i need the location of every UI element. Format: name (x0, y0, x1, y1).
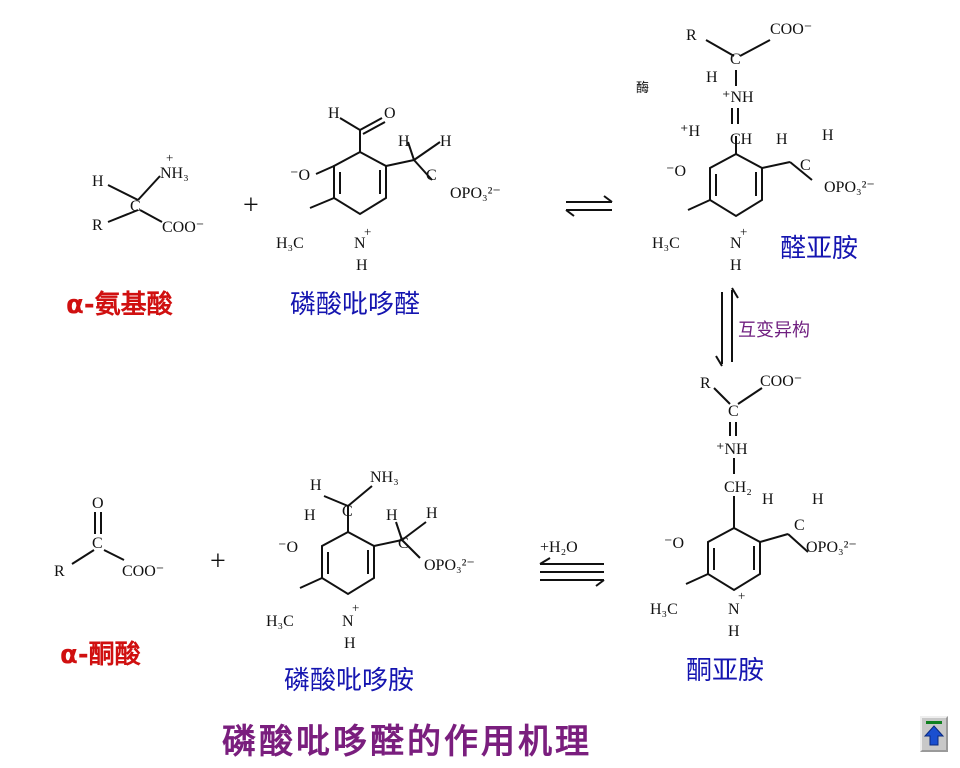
svg-text:H: H (344, 635, 356, 652)
svg-text:N: N (730, 235, 742, 252)
page-title: 磷酸吡哆醛的作用机理 (222, 722, 592, 762)
atom-H: H (92, 173, 104, 190)
svg-text:⁺H: ⁺H (680, 123, 700, 140)
svg-text:C: C (342, 503, 353, 520)
svg-text:C: C (398, 535, 409, 552)
svg-text:H: H (728, 623, 740, 640)
svg-text:COO⁻: COO⁻ (760, 373, 802, 390)
svg-text:⁺NH: ⁺NH (722, 89, 754, 106)
svg-text:⁻O: ⁻O (278, 539, 298, 556)
amino-acid-structure: H NH₃ + C R COO⁻ (92, 150, 204, 236)
svg-text:H: H (328, 105, 340, 122)
svg-text:⁻O: ⁻O (290, 167, 310, 184)
svg-text:OPO₃²⁻: OPO₃²⁻ (450, 185, 501, 202)
svg-text:COO⁻: COO⁻ (770, 21, 812, 38)
svg-text:H₃C: H₃C (652, 235, 680, 252)
svg-text:OPO₃²⁻: OPO₃²⁻ (424, 557, 475, 574)
svg-text:C: C (730, 51, 741, 68)
svg-text:C: C (800, 157, 811, 174)
svg-text:H: H (426, 505, 438, 522)
svg-text:R: R (700, 375, 711, 392)
keto-acid-structure: O C R COO⁻ (54, 495, 164, 580)
amino-acid-label: α-氨基酸 (66, 290, 173, 320)
enzyme-label: 酶 (636, 80, 649, 95)
svg-text:H: H (706, 69, 718, 86)
svg-text:+: + (740, 224, 747, 239)
svg-text:N: N (354, 235, 366, 252)
svg-text:R: R (686, 27, 697, 44)
svg-text:H₃C: H₃C (276, 235, 304, 252)
water-label: +H₂O (540, 539, 578, 556)
svg-text:H: H (762, 491, 774, 508)
svg-text:H₃C: H₃C (650, 601, 678, 618)
svg-text:H: H (310, 477, 322, 494)
atom-R: R (92, 217, 103, 234)
svg-text:H: H (822, 127, 834, 144)
svg-text:H: H (440, 133, 452, 150)
svg-text:⁻O: ⁻O (666, 163, 686, 180)
group-COO: COO⁻ (162, 219, 204, 236)
svg-text:OPO₃²⁻: OPO₃²⁻ (806, 539, 857, 556)
next-page-icon (923, 721, 945, 746)
svg-text:O: O (92, 495, 104, 512)
svg-text:H: H (730, 257, 742, 274)
svg-text:+: + (210, 546, 226, 577)
svg-text:O: O (384, 105, 396, 122)
svg-text:C: C (728, 403, 739, 420)
equilibrium-arrow-top (565, 195, 613, 217)
svg-text:+: + (166, 150, 173, 165)
svg-text:C: C (794, 517, 805, 534)
svg-text:C: C (92, 535, 103, 552)
svg-text:+: + (352, 600, 359, 615)
svg-text:NH₃: NH₃ (370, 469, 399, 486)
tautomer-arrow (715, 287, 739, 367)
svg-text:H₃C: H₃C (266, 613, 294, 630)
svg-text:⁻O: ⁻O (664, 535, 684, 552)
plus-sign: + (243, 190, 259, 221)
svg-text:N: N (728, 601, 740, 618)
next-page-button[interactable] (920, 716, 948, 752)
svg-text:⁺NH: ⁺NH (716, 441, 748, 458)
svg-text:H: H (776, 131, 788, 148)
svg-text:CH: CH (730, 131, 753, 148)
svg-text:H: H (812, 491, 824, 508)
svg-text:H: H (304, 507, 316, 524)
pmp-label: 磷酸吡哆胺 (284, 666, 415, 696)
pmp-structure: H NH₃ H C H H C OPO₃²⁻ ⁻O H₃C N + H (266, 469, 475, 652)
svg-text:+: + (364, 224, 371, 239)
atom-C: C (130, 198, 141, 215)
svg-text:R: R (54, 563, 65, 580)
svg-text:H: H (386, 507, 398, 524)
svg-text:OPO₃²⁻: OPO₃²⁻ (824, 179, 875, 196)
svg-text:N: N (342, 613, 354, 630)
tautomerization-label: 互变异构 (738, 320, 810, 341)
keto-acid-label: α-酮酸 (60, 640, 141, 670)
plp-structure: H O H H C OPO₃²⁻ ⁻O H₃C N + H (276, 105, 501, 274)
svg-text:+: + (738, 588, 745, 603)
ketimine-structure: R COO⁻ C ⁺NH CH₂ H H C OPO₃²⁻ ⁻O H₃C N +… (650, 373, 857, 640)
aldimine-label: 醛亚胺 (780, 234, 859, 264)
equilibrium-arrow-bottom: +H₂O (539, 539, 605, 587)
atom-NH3-plus: NH₃ (160, 165, 189, 182)
ketimine-label: 酮亚胺 (686, 656, 765, 686)
svg-text:COO⁻: COO⁻ (122, 563, 164, 580)
svg-text:C: C (426, 167, 437, 184)
svg-text:H: H (398, 133, 410, 150)
aldimine-structure: R COO⁻ C H 酶 ⁺NH ⁺H CH H H C OPO₃²⁻ ⁻O H… (636, 21, 875, 274)
svg-text:CH₂: CH₂ (724, 479, 752, 496)
plp-label: 磷酸吡哆醛 (290, 290, 421, 320)
svg-text:H: H (356, 257, 368, 274)
